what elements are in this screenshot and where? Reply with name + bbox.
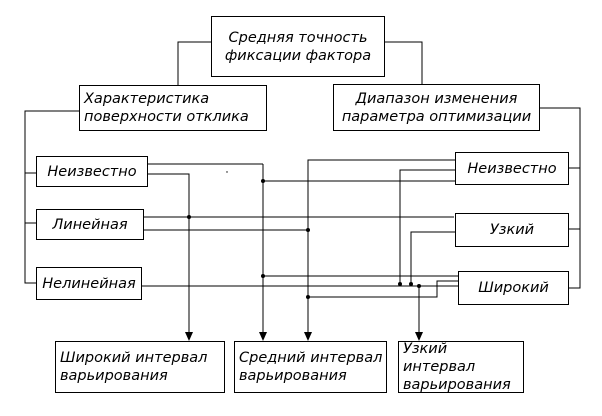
- surface-bracket-line: [24, 110, 79, 284]
- range-bracket-line: [540, 107, 581, 289]
- medium-interval-box: Средний интервал варьирования: [234, 341, 387, 393]
- junction-dot: [261, 274, 265, 278]
- medium-interval-label: Средний интервал варьирования: [239, 350, 383, 384]
- junction-dot: [187, 215, 191, 219]
- range-wide-label: Широкий: [478, 280, 549, 296]
- parameter-range-label: Диапазон изменения параметра оптимизации: [341, 90, 532, 125]
- root-to-surface-line: [177, 41, 211, 85]
- surface-unknown-box: Неизвестно: [36, 156, 148, 187]
- arrow-to-medium-interval-b: [304, 332, 312, 341]
- junction-dot: [398, 282, 402, 286]
- range-narrow-label: Узкий: [489, 222, 535, 238]
- range-unknown-line-b: [399, 169, 455, 284]
- surface-linear-box: Линейная: [36, 209, 144, 240]
- surface-nonlinear-label: Нелинейная: [42, 275, 136, 292]
- range-narrow-box: Узкий: [455, 213, 569, 247]
- narrow-interval-label: Узкий интервал варьирования: [403, 341, 511, 393]
- arrow-to-narrow-interval: [415, 332, 423, 341]
- range-unknown-label: Неизвестно: [467, 160, 557, 177]
- junction-dot: [261, 179, 265, 183]
- surface-unknown-label: Неизвестно: [47, 163, 137, 180]
- junction-dot: [409, 282, 413, 286]
- range-wide-box: Широкий: [458, 271, 569, 305]
- surface-linear-label: Линейная: [52, 216, 128, 233]
- junction-dot: [306, 228, 310, 232]
- wide-interval-box: Широкий интервал варьирования: [55, 341, 225, 393]
- range-narrow-line: [410, 231, 455, 284]
- surface-characteristic-box: Характеристика поверхности отклика: [79, 85, 267, 131]
- root-box: Средняя точность фиксации фактора: [211, 16, 385, 77]
- root-to-range-line: [384, 41, 423, 84]
- surface-nonlinear-box: Нелинейная: [36, 267, 142, 300]
- parameter-range-box: Диапазон изменения параметра оптимизации: [333, 84, 540, 131]
- range-wide-line-b: [308, 280, 458, 298]
- arrow-to-wide-interval: [185, 332, 193, 341]
- range-unknown-box: Неизвестно: [455, 152, 569, 185]
- narrow-interval-box: Узкий интервал варьирования: [398, 341, 524, 393]
- surface-unknown-line-b: [148, 173, 190, 334]
- surface-characteristic-label: Характеристика поверхности отклика: [84, 91, 249, 125]
- junction-dot: [417, 284, 421, 288]
- wide-interval-label: Широкий интервал варьирования: [60, 350, 208, 384]
- arrow-to-medium-interval-a: [259, 332, 267, 341]
- range-unknown-line-a: [307, 159, 455, 335]
- stray-dot: [226, 171, 228, 173]
- junction-dot: [306, 295, 310, 299]
- root-label: Средняя точность фиксации фактора: [224, 29, 372, 64]
